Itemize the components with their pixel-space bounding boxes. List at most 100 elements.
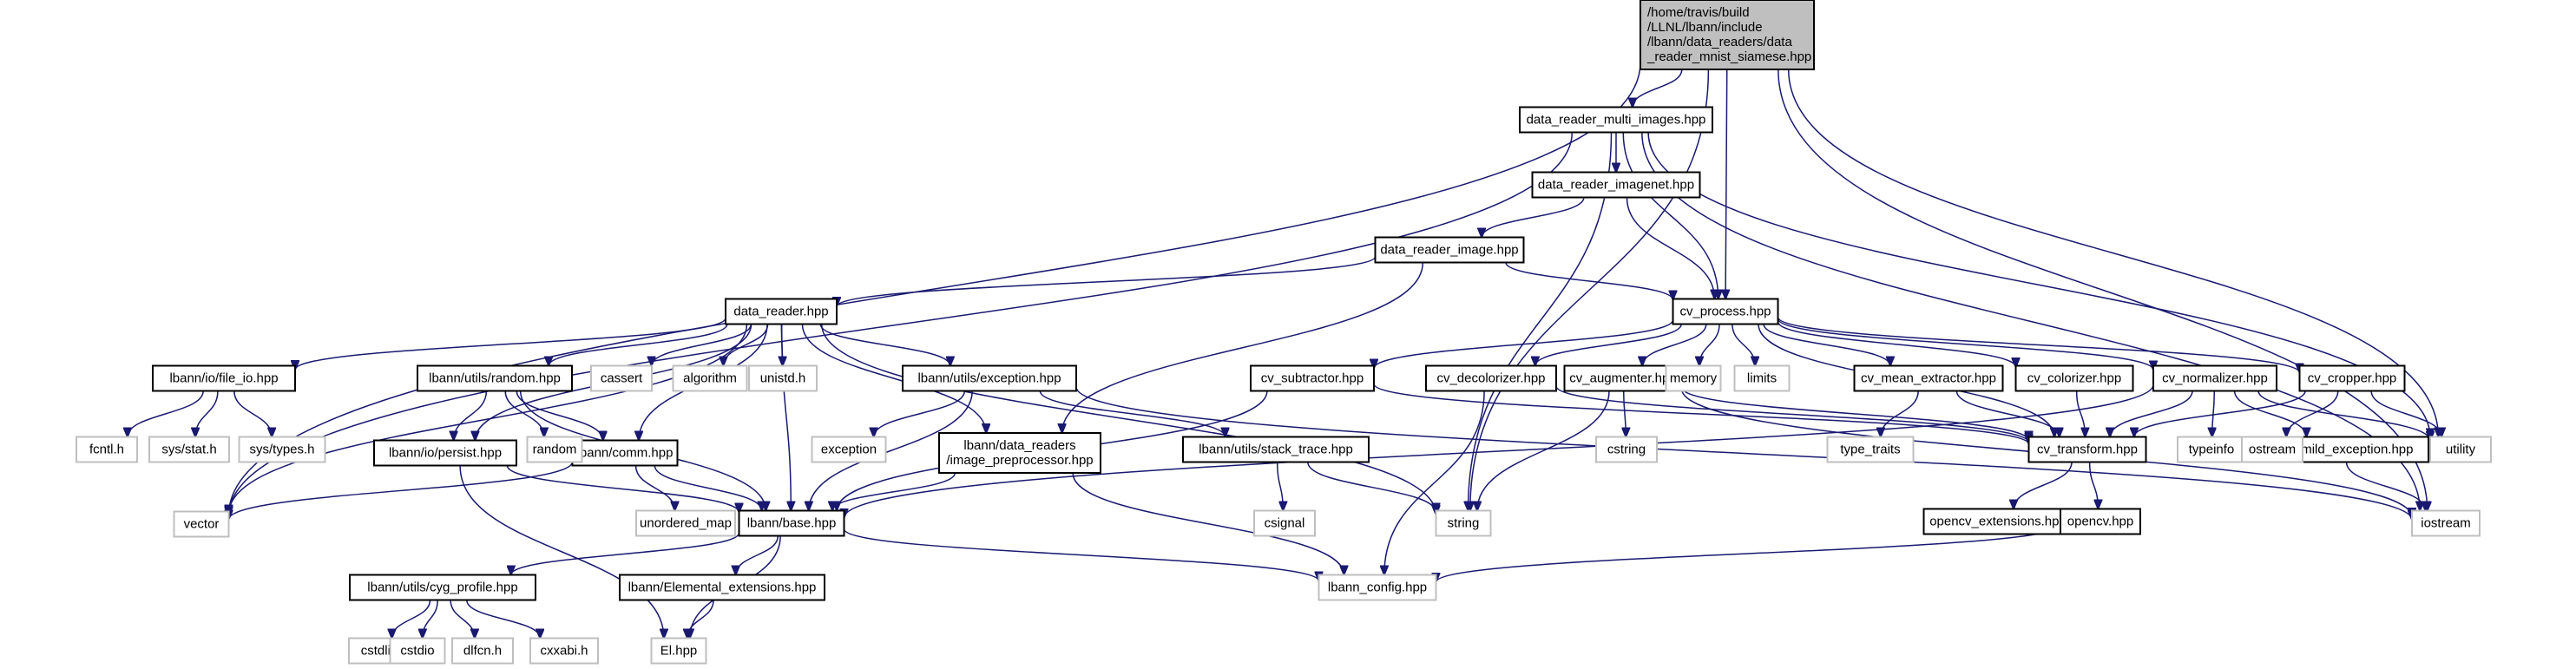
node-label: utility (2446, 443, 2476, 457)
node-label: lbann/utils/random.hpp (429, 371, 561, 386)
node-label: cv_normalizer.hpp (2162, 371, 2268, 386)
node-label: cv_augmenter.hpp (1569, 371, 1676, 386)
node-label: type_traits (1840, 443, 1900, 457)
edge-dr_multi-to-string (1468, 132, 1613, 511)
edge-data_reader-to-exception (819, 324, 950, 366)
node-decolorizer[interactable]: cv_decolorizer.hpp (1425, 364, 1557, 392)
node-box (2298, 364, 2406, 392)
node-colorizer[interactable]: cv_colorizer.hpp (2014, 364, 2134, 392)
edge-augmenter-to-transform (1680, 387, 2029, 440)
node-data-reader[interactable]: data_reader.hpp (725, 298, 838, 325)
node-algorithm: algorithm (672, 364, 748, 392)
edge-subtractor-to-transform (1373, 384, 2029, 444)
edge-dr_multi-to-cv_process (1622, 132, 1718, 299)
node-box (148, 436, 230, 463)
node-label: fcntl.h (89, 443, 124, 457)
node-box (1672, 298, 1779, 325)
node-file-io[interactable]: lbann/io/file_io.hpp (152, 364, 296, 392)
node-box (389, 637, 446, 665)
edge-cv_process-to-cropper (1777, 317, 2300, 372)
node-box (2411, 509, 2481, 537)
node-type-traits: type_traits (1826, 436, 1915, 463)
node-augmenter[interactable]: cv_augmenter.hpp (1563, 364, 1683, 392)
node-label: cv_decolorizer.hpp (1436, 371, 1545, 386)
node-label: lbann/utils/stack_trace.hpp (1199, 443, 1353, 457)
edge-dr_multi-to-utility (1647, 132, 2430, 438)
node-box (1531, 171, 1701, 199)
node-cyg[interactable]: lbann/utils/cyg_profile.hpp (349, 574, 536, 601)
edge-cv_process-to-subtractor (1374, 319, 1674, 369)
edge-data_reader-to-file_io (295, 318, 726, 370)
edge-data_reader-to-vector (229, 324, 748, 515)
node-label: cassert (601, 371, 643, 386)
node-cv-process[interactable]: cv_process.hpp (1672, 298, 1779, 325)
node-root[interactable]: /home/travis/build/LLNL/lbann/include/lb… (1640, 0, 1815, 70)
node-stack-trace[interactable]: lbann/utils/stack_trace.hpp (1182, 436, 1370, 463)
node-mean-ext[interactable]: cv_mean_extractor.hpp (1853, 364, 2004, 392)
node-cassert: cassert (590, 364, 653, 392)
node-label: data_reader_multi_images.hpp (1527, 113, 1706, 128)
edge-cyg-to-dlfcn (450, 600, 475, 639)
node-box (2429, 436, 2492, 463)
edge-random-to-random_std (504, 390, 544, 437)
node-comm[interactable]: lbann/comm.hpp (571, 439, 679, 467)
node-cxxabi: cxxabi.h (529, 637, 599, 665)
node-random[interactable]: lbann/utils/random.hpp (417, 364, 573, 392)
node-exception[interactable]: lbann/utils/exception.hpp (902, 364, 1077, 392)
edge-dr_image-to-data_reader (837, 256, 1377, 306)
node-label: unistd.h (760, 371, 806, 386)
node-dr-multi[interactable]: data_reader_multi_images.hpp (1519, 106, 1713, 134)
node-label: /LLNL/lbann/include (1647, 20, 1763, 35)
node-vector: vector (173, 510, 230, 538)
node-label: lbann/Elemental_extensions.hpp (628, 580, 817, 595)
edge-file_io-to-sysstat (195, 390, 219, 437)
edge-root-to-dr_multi (1633, 69, 1683, 108)
node-opencv-ext[interactable]: opencv_extensions.hpp (1922, 508, 2073, 535)
node-label: limits (1747, 371, 1777, 386)
edge-data_reader-to-string (820, 324, 1436, 515)
node-box (2241, 436, 2303, 463)
node-box (635, 509, 736, 537)
node-box (650, 637, 707, 665)
node-ostream: ostream (2241, 436, 2303, 463)
node-box (938, 432, 1101, 474)
edge-mild_exc-to-iostream (2345, 462, 2426, 511)
node-box (1853, 364, 2004, 392)
node-elem-ext[interactable]: lbann/Elemental_extensions.hpp (619, 574, 825, 601)
node-label: exception (821, 443, 877, 457)
node-cropper[interactable]: cv_cropper.hpp (2298, 364, 2406, 392)
node-label: El.hpp (660, 644, 698, 659)
edge-stack_trace-to-csignal (1276, 462, 1284, 511)
node-preproc[interactable]: lbann/data_readers/image_preprocessor.hp… (938, 432, 1101, 474)
node-dr-image[interactable]: data_reader_image.hpp (1374, 236, 1525, 264)
edge-data_reader-to-preproc (801, 324, 986, 434)
node-transform[interactable]: cv_transform.hpp (2027, 436, 2147, 463)
node-layer: /home/travis/build/LLNL/lbann/include/lb… (76, 0, 2492, 665)
edge-persist-to-base (506, 465, 739, 513)
edge-mean_ext-to-type_traits (1881, 390, 1919, 437)
node-normalizer[interactable]: cv_normalizer.hpp (2152, 364, 2277, 392)
node-opencv[interactable]: opencv.hpp (2060, 508, 2141, 535)
node-label: cstdio (400, 644, 434, 659)
node-box (1435, 509, 1492, 537)
node-box (738, 509, 845, 537)
edge-preproc-to-lbann_config (1072, 472, 1344, 575)
edge-file_io-to-fcntl (128, 390, 204, 437)
node-persist[interactable]: lbann/io/persist.hpp (373, 439, 517, 467)
edge-base-to-lbann_config (843, 528, 1319, 581)
edge-cropper-to-utility (2370, 390, 2441, 437)
node-unistd: unistd.h (748, 364, 818, 392)
node-box (571, 439, 679, 467)
node-label: data_reader_imagenet.hpp (1538, 178, 1694, 193)
node-label: cstdlib (361, 644, 398, 659)
node-limits: limits (1733, 364, 1791, 392)
node-base[interactable]: lbann/base.hpp (738, 509, 845, 537)
node-dr-imagenet[interactable]: data_reader_imagenet.hpp (1531, 171, 1701, 199)
edge-file_io-to-systypes (233, 390, 272, 437)
edge-exception-to-stack_trace (1039, 390, 1225, 437)
node-label: opencv.hpp (2067, 515, 2133, 529)
node-sysstat: sys/stat.h (148, 436, 230, 463)
node-subtractor[interactable]: cv_subtractor.hpp (1250, 364, 1375, 392)
edge-augmenter-to-cstring (1624, 390, 1626, 437)
node-label: typeinfo (2189, 443, 2235, 457)
